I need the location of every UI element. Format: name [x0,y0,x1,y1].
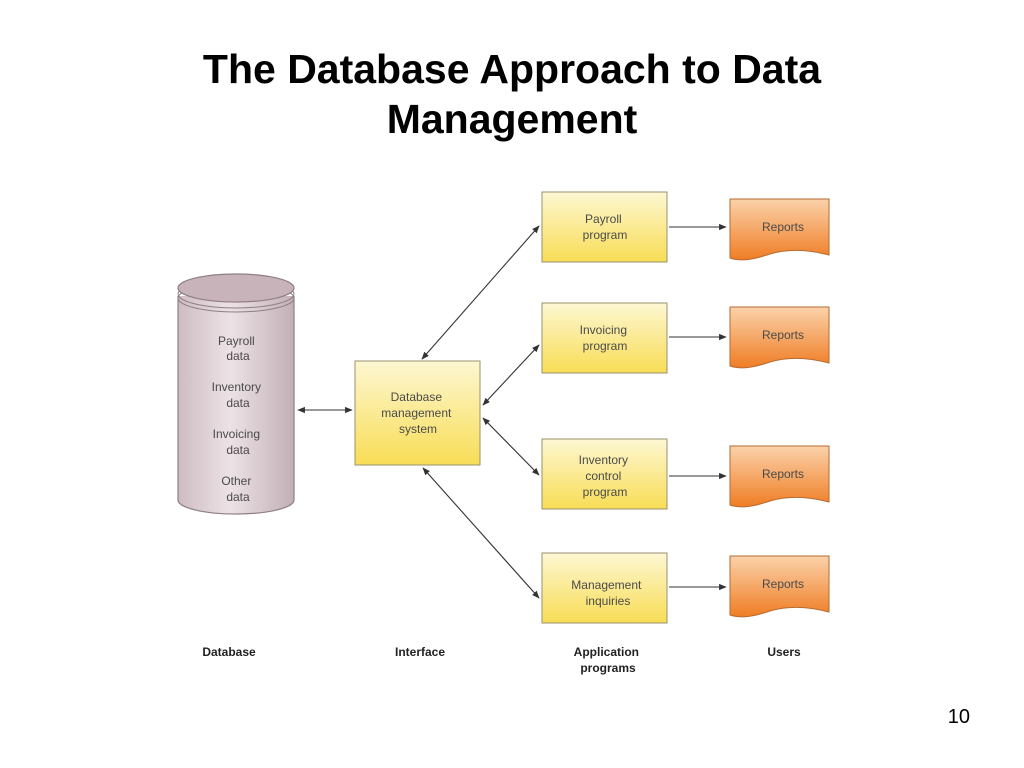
report-document-3: Reports [729,445,830,508]
report-label: Reports [762,577,804,591]
cylinder-body [177,296,295,515]
report-document-2: Reports [729,306,830,369]
arrow-dbms-payroll [421,225,540,360]
column-label-application-programs: Application programs [574,645,643,675]
report-document-1: Reports [729,198,830,261]
program-label: Management inquiries [571,578,644,608]
database-item-invoicing: Invoicing data [213,427,264,457]
report-label: Reports [762,220,804,234]
slide-title: The Database Approach to Data Management [0,44,1024,144]
column-label-interface: Interface [395,645,445,659]
program-label: Payroll program [583,212,628,242]
slide-title-line-1: The Database Approach to Data [202,46,822,92]
arrow-dbms-inventory [482,417,540,476]
program-box-invoicing: Invoicing program [541,302,668,374]
report-label: Reports [762,467,804,481]
program-label: Invoicing program [580,323,631,353]
report-document-4: Reports [729,555,830,618]
program-label: Inventory control program [579,453,632,499]
report-label: Reports [762,328,804,342]
dbms-label: Database management system [381,390,454,436]
program-box-management-inquiries: Management inquiries [541,552,668,624]
slide-title-line-2: Management [386,96,638,142]
program-box-payroll: Payroll program [541,191,668,263]
column-label-database: Database [202,645,256,659]
database-cylinder: Payroll data Inventory data Invoicing da… [177,273,295,515]
dbms-box: Database management system [354,360,481,466]
database-item-inventory: Inventory data [212,380,265,410]
arrow-dbms-invoicing [482,344,540,406]
cylinder-top [177,273,295,303]
column-label-users: Users [767,645,801,659]
page-number: 10 [947,706,970,728]
program-box-inventory-control: Inventory control program [541,438,668,510]
database-item-payroll: Payroll data [218,334,258,363]
arrow-dbms-management [422,467,540,599]
database-item-other: Other data [221,474,254,504]
